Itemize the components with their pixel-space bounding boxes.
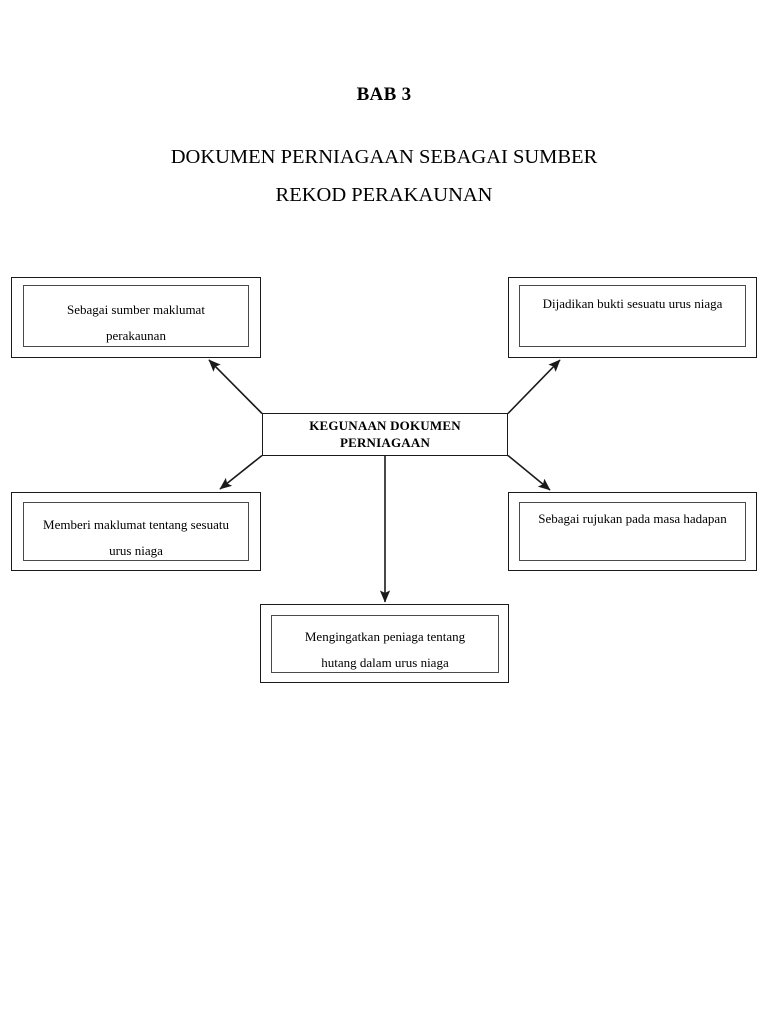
page-title-line-1: DOKUMEN PERNIAGAAN SEBAGAI SUMBER — [170, 145, 598, 168]
diagram-node-label: Sebagai sumber maklumat perakaunan — [67, 302, 205, 343]
diagram-node-label: Dijadikan bukti sesuatu urus niaga — [542, 296, 723, 311]
diagram-node-rujukan: Sebagai rujukan pada masa hadapan — [508, 492, 757, 571]
diagram-node-label: Sebagai rujukan pada masa hadapan — [538, 511, 727, 526]
connector-hub-to-sumber-maklumat — [208, 359, 263, 415]
diagram-node-label: Memberi maklumat tentang sesuatu urus ni… — [43, 517, 229, 558]
connector-hub-to-memberi-maklumat — [219, 454, 263, 490]
diagram-node-label: Mengingatkan peniaga tentang hutang dala… — [304, 629, 466, 670]
diagram-node-mengingatkan: Mengingatkan peniaga tentang hutang dala… — [260, 604, 509, 683]
title-block: BAB 3 DOKUMEN PERNIAGAAN SEBAGAI SUMBER … — [0, 84, 768, 206]
diagram-node-memberi-maklumat: Memberi maklumat tentang sesuatu urus ni… — [11, 492, 261, 571]
connector-hub-to-rujukan — [507, 454, 551, 491]
diagram-node-bukti: Dijadikan bukti sesuatu urus niaga — [508, 277, 757, 358]
diagram-hub-node: KEGUNAAN DOKUMEN PERNIAGAAN — [262, 413, 508, 456]
diagram-node-inner-frame: Memberi maklumat tentang sesuatu urus ni… — [23, 502, 249, 561]
page-title: DOKUMEN PERNIAGAAN SEBAGAI SUMBER REKOD … — [0, 147, 768, 206]
chapter-label: BAB 3 — [356, 84, 412, 105]
page-title-line-2: REKOD PERAKAUNAN — [275, 184, 493, 207]
diagram-node-inner-frame: Mengingatkan peniaga tentang hutang dala… — [271, 615, 499, 673]
diagram-node-inner-frame: Sebagai rujukan pada masa hadapan — [519, 502, 746, 561]
diagram-node-inner-frame: Dijadikan bukti sesuatu urus niaga — [519, 285, 746, 347]
connector-hub-to-bukti — [507, 359, 561, 415]
diagram-node-sumber-maklumat: Sebagai sumber maklumat perakaunan — [11, 277, 261, 358]
diagram-hub-label: KEGUNAAN DOKUMEN PERNIAGAAN — [309, 418, 461, 450]
diagram-node-inner-frame: Sebagai sumber maklumat perakaunan — [23, 285, 249, 347]
